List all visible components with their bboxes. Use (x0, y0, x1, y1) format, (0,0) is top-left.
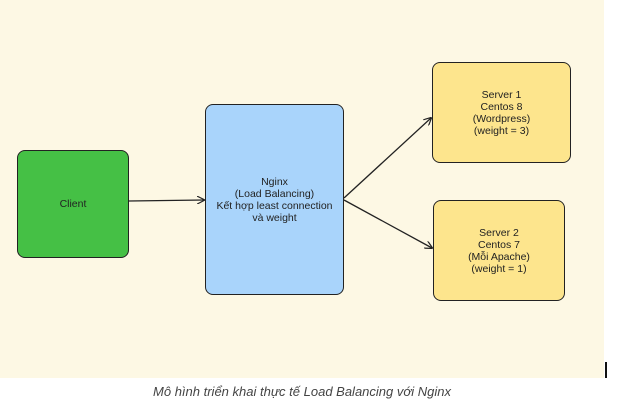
nginx-role: (Load Balancing) (234, 187, 315, 200)
edge-nginx-to-server1 (343, 118, 431, 199)
text-cursor (605, 362, 607, 378)
nginx-node: Nginx (Load Balancing) Kết hợp least con… (205, 104, 344, 295)
server1-title: Server 1 (481, 88, 522, 101)
server1-app: (Wordpress) (472, 112, 531, 125)
client-node: Client (17, 150, 129, 258)
nginx-method-line-2: và weight (252, 211, 297, 224)
server2-title: Server 2 (479, 226, 519, 239)
server1-node: Server 1 Centos 8 (Wordpress) (weight = … (432, 62, 571, 163)
server2-app: (Mỗi Apache) (468, 250, 530, 263)
edge-nginx-to-server2 (343, 199, 432, 248)
server2-os: Centos 7 (477, 238, 521, 251)
server1-weight: (weight = 3) (473, 124, 530, 137)
nginx-method-line-1: Kết hợp least connection (216, 199, 333, 212)
edge-client-to-nginx (128, 200, 204, 201)
nginx-title: Nginx (261, 175, 288, 188)
server2-node: Server 2 Centos 7 (Mỗi Apache) (weight =… (433, 200, 565, 301)
server1-os: Centos 8 (480, 100, 523, 113)
figure-caption: Mô hình triển khai thực tế Load Balancin… (153, 384, 451, 399)
server2-weight: (weight = 1) (471, 262, 527, 275)
client-label: Client (59, 198, 87, 210)
